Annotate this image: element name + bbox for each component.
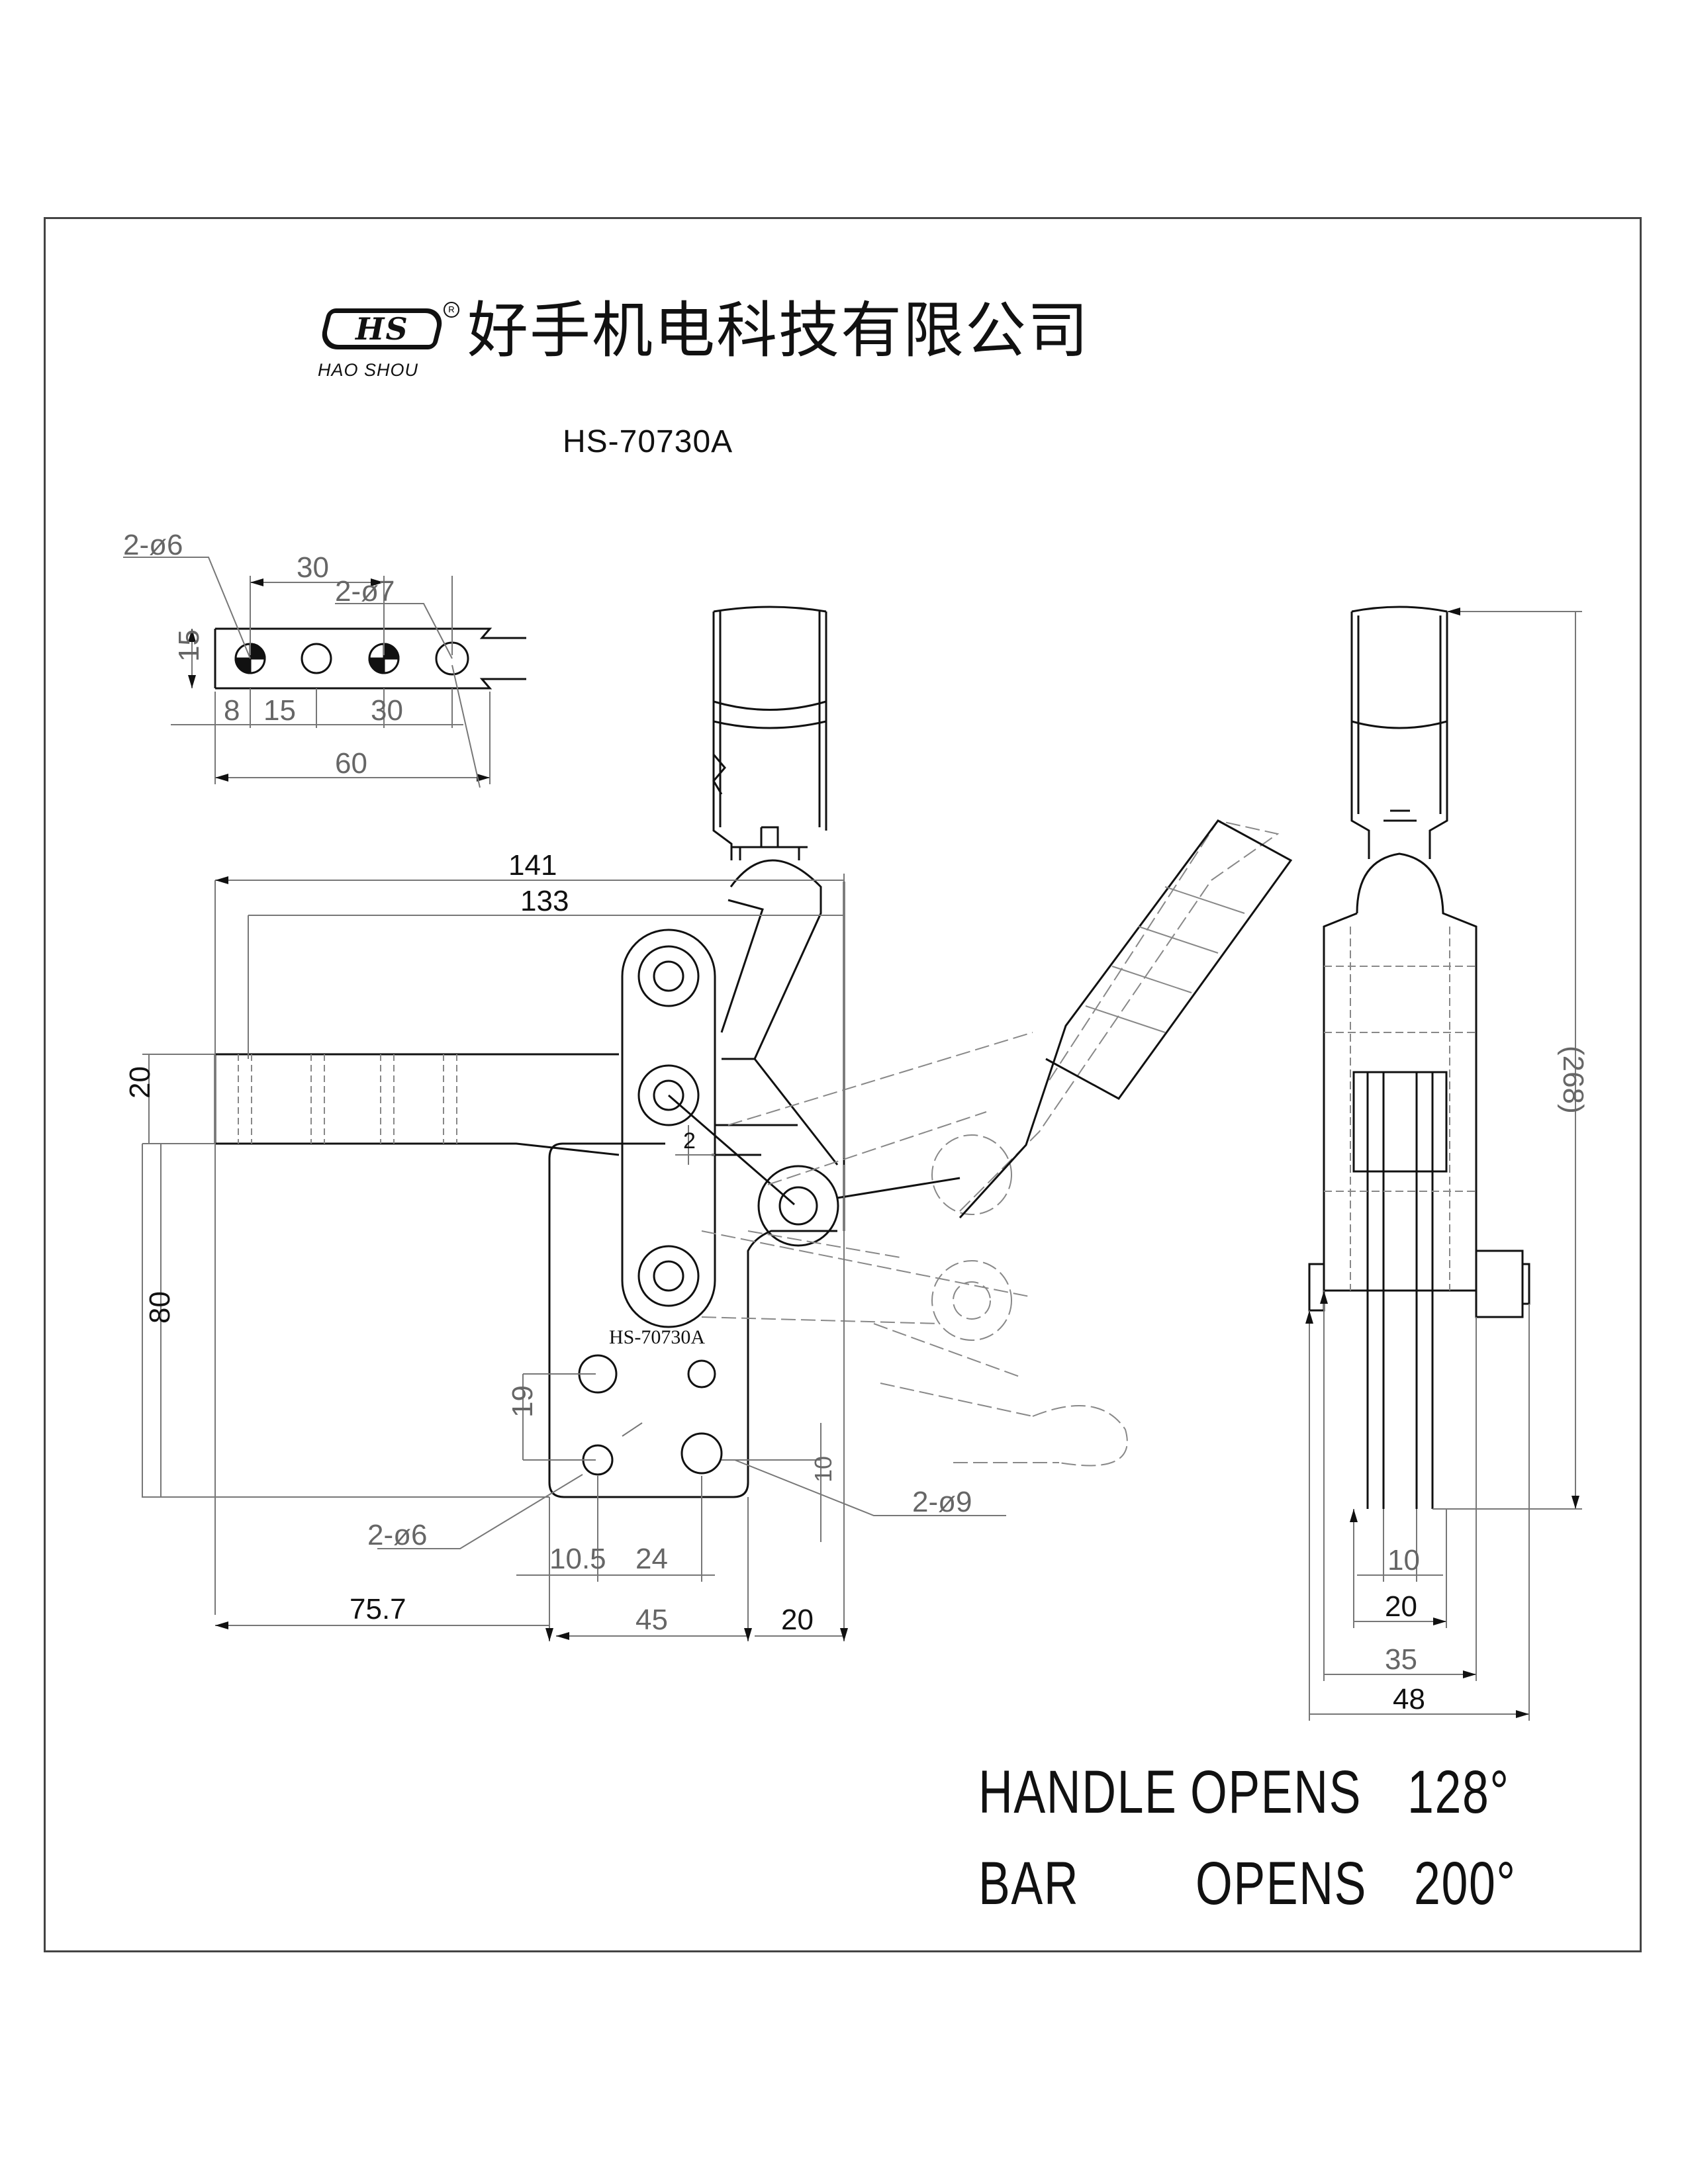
dim-label-19: 19 — [506, 1385, 539, 1418]
dim-label-10-front: 10 — [810, 1456, 837, 1482]
mount-hole-2 — [687, 1359, 716, 1388]
dim-label-2-9-front: 2-ø9 — [912, 1486, 972, 1518]
dim-45 — [556, 1497, 748, 1641]
dim-label-30: 30 — [371, 694, 403, 727]
company-logo: HS R HAO SHOU — [318, 299, 459, 384]
dim-19 — [522, 1373, 596, 1461]
link-bar — [621, 929, 716, 1328]
dim-label-133: 133 — [520, 885, 569, 917]
dim-2 — [675, 1125, 715, 1165]
logo-subtitle: HAO SHOU — [318, 360, 419, 380]
dim-label-20-side: 20 — [1385, 1590, 1417, 1623]
side-hidden-lines — [1324, 927, 1476, 1291]
dim-75-7 — [215, 1497, 549, 1641]
pivot-mid-inner — [653, 1079, 684, 1111]
model-number: HS-70730A — [563, 424, 733, 459]
open-pivot-1 — [931, 1134, 1012, 1215]
dim-48-side — [1309, 1304, 1529, 1721]
leader-2-7 — [335, 603, 453, 659]
bar-outline — [214, 627, 526, 690]
dim-133 — [248, 915, 844, 1059]
registered-mark: R — [444, 302, 459, 318]
toggle-link — [668, 1094, 961, 1206]
dim-label-35-side: 35 — [1385, 1643, 1417, 1676]
spec-bar-value: 200° — [1414, 1850, 1517, 1917]
dim-10-5-24 — [516, 1476, 715, 1582]
dim-label-2-7: 2-ø7 — [335, 575, 395, 608]
pivot-main-inner — [778, 1186, 818, 1226]
side-view: (268) 10 20 35 48 — [1309, 607, 1589, 1721]
dim-label-75-7: 75.7 — [350, 1593, 406, 1625]
handle-open-outline — [959, 819, 1293, 1219]
pivot-bottom-inner — [653, 1260, 684, 1292]
dim-label-15: 15 — [263, 694, 296, 727]
part-stamp: HS-70730A — [609, 1326, 705, 1348]
dim-20-base — [755, 1165, 844, 1641]
spec-bar-label: BAR — [978, 1850, 1080, 1917]
handle-head — [722, 859, 822, 1060]
front-view: 141 133 20 80 2 HS-70730A 19 10 2-ø6 2-ø… — [124, 606, 1293, 1641]
leader-2-9-front — [734, 1459, 1006, 1516]
dim-label-24: 24 — [635, 1543, 668, 1575]
dim-label-20-bar: 20 — [124, 1066, 156, 1099]
dim-label-80: 80 — [144, 1291, 176, 1324]
dim-80 — [142, 1144, 549, 1498]
pivot-bottom — [637, 1245, 700, 1307]
company-name: 好手机电科技有限公司 — [467, 295, 1090, 366]
dim-label-30-top: 30 — [297, 551, 329, 584]
dim-label-10-5: 10.5 — [549, 1543, 606, 1575]
pivot-top — [637, 945, 700, 1007]
handle-shaft — [731, 826, 808, 860]
spec-handle-value: 128° — [1407, 1758, 1510, 1826]
spec-handle-label: HANDLE — [978, 1758, 1178, 1826]
dim-label-20-base: 20 — [781, 1604, 814, 1636]
handle-grip — [712, 606, 827, 860]
base-inner — [714, 1124, 798, 1165]
dim-label-10-side: 10 — [1387, 1544, 1420, 1576]
drawing-border — [44, 217, 1642, 1952]
leader-2-6 — [123, 557, 251, 659]
open-position-lines — [701, 1032, 1128, 1467]
dim-label-48-side: 48 — [1393, 1683, 1425, 1715]
leader-right — [451, 664, 481, 788]
dim-10 — [722, 1423, 821, 1542]
leader-2-6-front — [377, 1422, 643, 1549]
pivot-mid — [637, 1064, 700, 1126]
open-pivot-3 — [953, 1281, 991, 1320]
dim-20-bar — [142, 1054, 215, 1144]
pivot-main — [757, 1165, 839, 1247]
dim-label-2-6: 2-ø6 — [123, 529, 183, 561]
side-body — [1324, 1071, 1476, 1509]
dim-label-2-6-front: 2-ø6 — [367, 1519, 427, 1551]
dim-8-15-30 — [171, 688, 463, 728]
open-pivot-2 — [931, 1260, 1012, 1341]
spec-handle-verb: OPENS — [1190, 1758, 1362, 1826]
dim-label-60: 60 — [335, 747, 367, 780]
hole-2 — [301, 643, 332, 674]
dim-label-15-height: 15 — [173, 629, 205, 662]
open-position-handle — [959, 819, 1280, 1212]
dim-label-268: (268) — [1557, 1046, 1589, 1114]
clamp-bar-holes — [238, 1054, 457, 1144]
dim-label-141: 141 — [508, 849, 557, 882]
arm-plate — [720, 882, 845, 1231]
dim-label-45: 45 — [635, 1604, 668, 1636]
top-view: 2-ø6 30 2-ø7 15 8 15 30 60 — [123, 529, 526, 788]
dim-label-8: 8 — [224, 694, 240, 727]
pivot-top-inner — [653, 960, 684, 992]
side-bolt — [1308, 1250, 1530, 1318]
mount-hole-4 — [680, 1432, 723, 1475]
hole-3-mark — [368, 643, 400, 674]
side-handle — [1350, 606, 1448, 859]
ext-lines-top — [214, 576, 491, 784]
spec-bar-verb: OPENS — [1196, 1850, 1368, 1917]
dim-label-2: 2 — [683, 1128, 696, 1154]
handle-open-hatch — [1085, 886, 1245, 1033]
clamp-bar — [214, 1053, 620, 1156]
dim-141 — [215, 874, 845, 1615]
base-body — [548, 1142, 837, 1498]
